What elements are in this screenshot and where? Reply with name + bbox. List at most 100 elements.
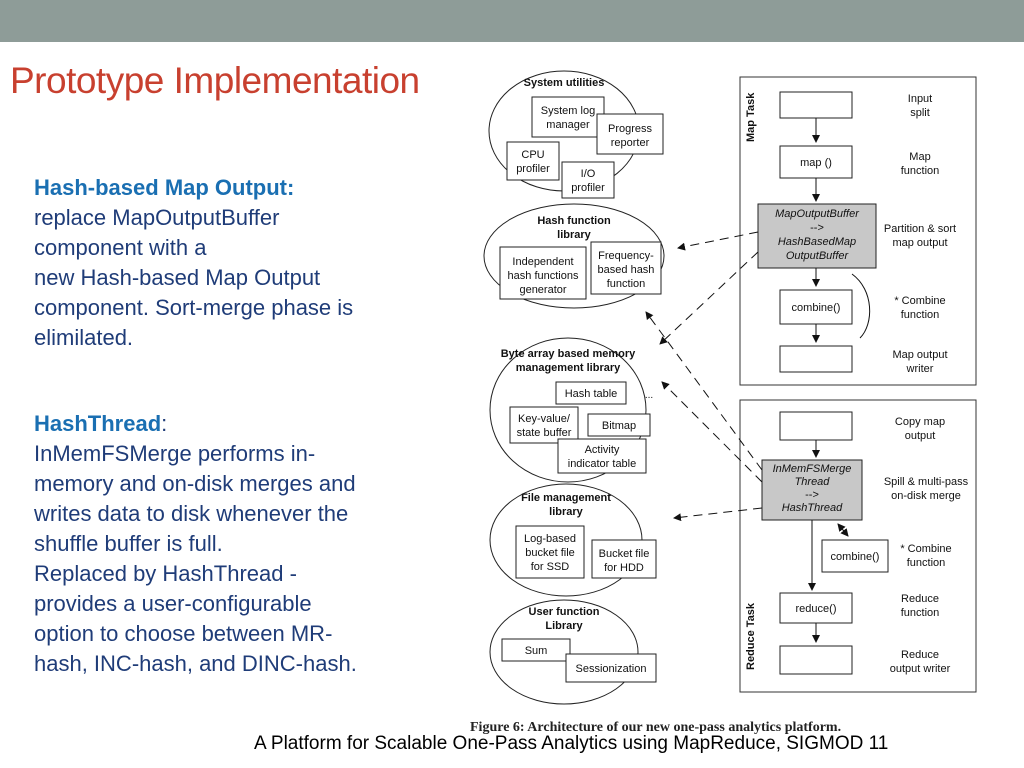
svg-text:function: function	[901, 607, 940, 619]
library-box	[555, 381, 627, 405]
copy-map-output-box	[779, 411, 853, 441]
svg-text:for HDD: for HDD	[604, 562, 644, 574]
svg-text:Hash table: Hash table	[565, 388, 618, 400]
dependency-arrows	[645, 231, 763, 522]
svg-text:Reduce: Reduce	[901, 649, 939, 661]
svg-text:Independent: Independent	[512, 256, 573, 268]
svg-text:based hash: based hash	[598, 264, 655, 276]
top-bar	[0, 0, 1024, 42]
reduce-output-writer-box	[779, 645, 853, 675]
svg-text:Bucket file: Bucket file	[599, 548, 650, 560]
library-box	[499, 246, 587, 300]
svg-text:Frequency-: Frequency-	[598, 250, 654, 262]
body-line: component with a	[34, 235, 207, 260]
heading-colon: :	[161, 411, 168, 436]
svg-text:Library: Library	[545, 620, 583, 632]
user-function-library: User function Library Sum Sessionization	[489, 599, 657, 705]
library-box	[596, 113, 664, 155]
svg-text:reduce(): reduce()	[796, 603, 837, 615]
svg-text:output: output	[905, 430, 936, 442]
svg-text:bucket file: bucket file	[525, 547, 575, 559]
svg-text:Hash function: Hash function	[537, 215, 611, 227]
svg-text:combine(): combine()	[831, 551, 880, 563]
svg-text:library: library	[549, 506, 584, 518]
svg-text:writer: writer	[906, 363, 934, 375]
svg-text:Activity: Activity	[585, 444, 620, 456]
svg-text:...: ...	[645, 390, 653, 401]
svg-text:library: library	[557, 229, 592, 241]
hashthread-box	[761, 459, 863, 521]
system-utilities-library: System utilities System log manager Prog…	[488, 70, 664, 199]
svg-text:-->: -->	[810, 222, 824, 234]
svg-text:combine(): combine()	[792, 302, 841, 314]
svg-text:MapOutputBuffer: MapOutputBuffer	[775, 208, 860, 220]
library-box	[590, 241, 662, 295]
body-line: memory and on-disk merges and	[34, 471, 356, 496]
svg-text:I/O: I/O	[581, 168, 596, 180]
svg-text:HashThread: HashThread	[782, 502, 843, 514]
svg-text:-->: -->	[805, 489, 819, 501]
svg-text:Progress: Progress	[608, 123, 653, 135]
svg-text:Sum: Sum	[525, 645, 548, 657]
svg-text:HashBasedMap: HashBasedMap	[778, 236, 856, 248]
svg-text:output writer: output writer	[890, 663, 951, 675]
svg-text:Byte array based memory: Byte array based memory	[501, 348, 636, 360]
svg-text:function: function	[901, 309, 940, 321]
section-heading-line: HashThread:	[34, 409, 454, 439]
combine-box	[821, 539, 889, 573]
body-line: hash, INC-hash, and DINC-hash.	[34, 651, 357, 676]
body-line: InMemFSMerge performs in-	[34, 441, 316, 466]
architecture-figure: System utilities System log manager Prog…	[476, 62, 988, 722]
body-line: replace MapOutputBuffer	[34, 205, 280, 230]
svg-text:generator: generator	[519, 284, 566, 296]
svg-text:reporter: reporter	[611, 137, 650, 149]
svg-text:management library: management library	[516, 362, 621, 374]
section-hashthread: HashThread: InMemFSMerge performs in- me…	[34, 409, 454, 679]
library-box	[565, 653, 657, 683]
svg-text:* Combine: * Combine	[900, 543, 951, 555]
svg-text:state buffer: state buffer	[517, 427, 572, 439]
svg-text:Thread: Thread	[795, 476, 831, 488]
slide-title: Prototype Implementation	[10, 60, 420, 101]
body-line: writes data to disk whenever the	[34, 501, 349, 526]
body-line: elimilated.	[34, 325, 134, 350]
body-line: option to choose between MR-	[34, 621, 333, 646]
svg-text:profiler: profiler	[571, 182, 605, 194]
figure-caption: Figure 6: Architecture of our new one-pa…	[470, 720, 842, 735]
svg-text:CPU: CPU	[521, 149, 544, 161]
hash-function-library: Hash function library Independent hash f…	[483, 203, 665, 309]
svg-text:InMemFSMerge: InMemFSMerge	[773, 463, 852, 475]
svg-text:map output: map output	[892, 237, 947, 249]
library-box	[531, 96, 605, 138]
section-heading: Hash-based Map Output:	[34, 175, 295, 200]
body-line: provides a user-configurable	[34, 591, 312, 616]
svg-text:Key-value/: Key-value/	[518, 413, 571, 425]
svg-text:User function: User function	[529, 606, 600, 618]
svg-text:hash functions: hash functions	[508, 270, 579, 282]
svg-text:Map output: Map output	[892, 349, 947, 361]
slide-footer: A Platform for Scalable One-Pass Analyti…	[254, 733, 889, 754]
svg-text:map (): map ()	[800, 157, 832, 169]
library-box	[501, 638, 571, 662]
input-split-box	[779, 91, 853, 119]
svg-text:File management: File management	[521, 492, 611, 504]
library-box	[557, 438, 647, 474]
file-management-library: File management library Log-based bucket…	[489, 483, 657, 597]
svg-text:Map: Map	[909, 151, 930, 163]
library-title: System utilities	[524, 77, 605, 89]
library-box	[561, 161, 615, 199]
library-box	[515, 525, 585, 579]
svg-text:Log-based: Log-based	[524, 533, 576, 545]
section-heading: HashThread	[34, 411, 162, 436]
svg-text:Partition & sort: Partition & sort	[884, 223, 956, 235]
svg-text:on-disk merge: on-disk merge	[891, 490, 961, 502]
map-output-writer-box	[779, 345, 853, 373]
library-box	[509, 406, 579, 444]
reduce-task-panel: Reduce Task InMemFSMerge Thread --> Hash…	[739, 399, 977, 693]
svg-text:Sessionization: Sessionization	[576, 663, 647, 675]
svg-text:OutputBuffer: OutputBuffer	[786, 250, 850, 262]
svg-text:Reduce: Reduce	[901, 593, 939, 605]
svg-text:function: function	[907, 557, 946, 569]
body-line: new Hash-based Map Output	[34, 265, 321, 290]
svg-text:Copy map: Copy map	[895, 416, 945, 428]
